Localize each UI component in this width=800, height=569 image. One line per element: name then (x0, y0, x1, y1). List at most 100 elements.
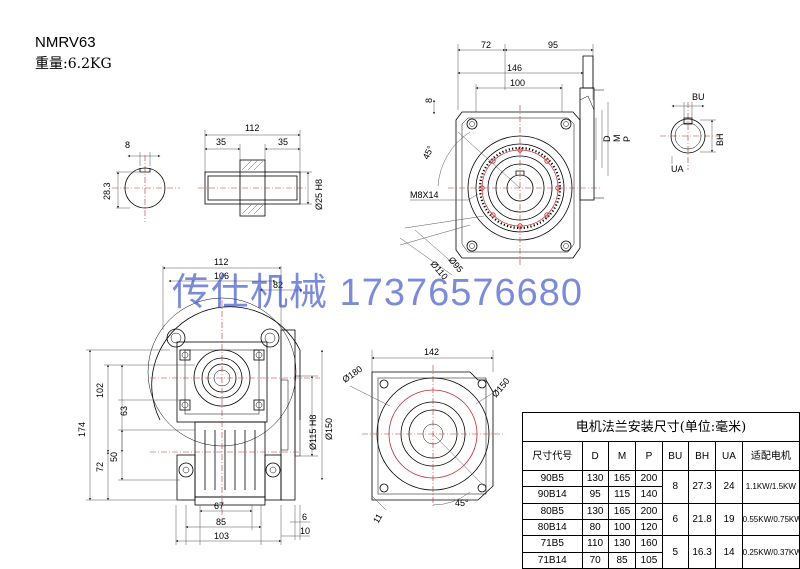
cell-code: 71B14 (522, 551, 583, 569)
front-dim-63: 63 (119, 406, 129, 416)
cell-m: 130 (607, 535, 637, 553)
table-caption: 电机法兰安装尺寸(单位:毫米) (522, 412, 800, 442)
cell-m: 165 (607, 469, 637, 488)
cell-code: 90B5 (522, 469, 583, 488)
key-BU: BU (692, 92, 705, 102)
header-motor: 适配电机 (741, 441, 800, 471)
cell-motor: 0.25KW/0.37KW (741, 535, 800, 569)
header-BU: BU (661, 441, 689, 471)
front-dim-67: 67 (214, 501, 224, 511)
shaft-key-width-dim: 8 (125, 140, 130, 150)
model-title: NMRV63 (35, 34, 96, 51)
header-M: M (607, 441, 637, 471)
front-dim-103: 103 (214, 531, 229, 541)
front-dim-102: 102 (95, 383, 105, 398)
cell-p: 140 (635, 486, 663, 504)
cell-bh: 21.8 (687, 502, 717, 537)
cell-code: 90B14 (522, 486, 583, 504)
side-dim-100: 100 (510, 78, 525, 88)
side-dim-72: 72 (481, 40, 491, 50)
table-row: 90B5 130 165 200 8 27.3 24 1.1KW/1.5KW (522, 469, 800, 504)
key-BH: BH (715, 133, 725, 146)
shaft-end-view: 8 28.3 (102, 140, 180, 222)
weight-label: 重量:6.2KG (35, 56, 112, 72)
shaft-right-seg-dim: 35 (278, 137, 288, 147)
flange-dim-11: 11 (371, 512, 384, 525)
cell-d: 110 (581, 535, 609, 553)
flange-dia-180: Ø180 (340, 364, 364, 385)
table-row: 80B5 130 165 200 6 21.8 19 0.55KW/0.75KW (522, 502, 800, 537)
table-row: 71B5 110 130 160 5 16.3 14 0.25KW/0.37KW (522, 535, 800, 569)
cell-ua: 14 (715, 535, 743, 569)
shaft-left-seg-dim: 35 (216, 137, 226, 147)
cell-p: 120 (635, 518, 663, 537)
cell-bu: 5 (661, 535, 689, 569)
side-D: D (602, 135, 612, 142)
table-row: 80B14 80 100 120 (522, 518, 800, 537)
flange-dia-150: Ø150 (490, 376, 512, 399)
cell-bu: 8 (661, 470, 689, 504)
motor-flange-spec-table: 电机法兰安装尺寸(单位:毫米) 尺寸代号 D M P BU BH UA 适配电机… (522, 412, 800, 569)
cell-d: 95 (581, 486, 609, 504)
front-dim-106: 106 (214, 271, 229, 281)
cell-ua: 19 (715, 502, 743, 537)
cell-code: 80B5 (522, 502, 583, 520)
watermark-text: 传仕机械 17376576680 (172, 272, 583, 314)
header-BH: BH (687, 441, 717, 471)
key-UA: UA (671, 164, 684, 174)
gearbox-side-view: 72 95 146 100 8 (399, 40, 632, 282)
cell-p: 160 (635, 535, 663, 553)
cell-d: 80 (581, 518, 609, 537)
shaft-length-dim: 112 (245, 123, 259, 133)
side-dim-146: 146 (507, 63, 522, 73)
header-P: P (635, 441, 663, 471)
cell-m: 100 (607, 518, 637, 537)
front-dim-82: 82 (273, 280, 283, 290)
motor-key-view: BU BH UA (660, 92, 725, 174)
header-code: 尺寸代号 (522, 441, 583, 471)
cell-bu: 6 (661, 502, 689, 537)
shaft-bore-dim: Ø25 H8 (314, 179, 324, 210)
flange-angle-45: 45° (455, 498, 469, 508)
front-dim-6: 6 (302, 512, 307, 522)
flange-dim-142: 142 (424, 347, 439, 357)
cell-p: 200 (635, 502, 663, 520)
side-angle-45: 45° (421, 144, 436, 161)
side-dim-95: 95 (548, 40, 558, 50)
header-D: D (581, 441, 609, 471)
cell-code: 80B14 (522, 518, 583, 537)
front-dim-50: 50 (109, 452, 119, 462)
header-UA: UA (715, 441, 743, 471)
cell-m: 115 (607, 486, 637, 504)
front-dia-150: Ø150 (324, 418, 334, 440)
shaft-key-height-dim: 28.3 (102, 182, 112, 200)
hollow-shaft-section: 112 35 35 Ø25 H8 (198, 123, 324, 217)
cell-p: 105 (635, 551, 663, 569)
front-dim-85: 85 (216, 517, 226, 527)
side-M: M (612, 135, 622, 143)
cell-m: 85 (607, 551, 637, 569)
flange-face-view: 142 Ø180 Ø150 45° 11 (340, 347, 511, 525)
cell-motor: 1.1KW/1.5KW (741, 470, 800, 504)
cell-bh: 16.3 (687, 535, 717, 569)
cell-d: 130 (581, 502, 609, 520)
side-thread-dim: M8X14 (410, 190, 439, 200)
cell-d: 130 (581, 469, 609, 488)
cell-motor: 0.55KW/0.75KW (741, 502, 800, 537)
gearbox-front-view: 112 106 82 (77, 257, 334, 545)
front-dim-10: 10 (300, 526, 310, 536)
side-P: P (622, 136, 632, 142)
cell-d: 70 (581, 551, 609, 569)
cell-code: 71B5 (522, 535, 583, 553)
cell-ua: 24 (715, 470, 743, 504)
cell-p: 200 (635, 469, 663, 488)
front-dim-112: 112 (214, 257, 228, 267)
front-dia-115: Ø115 H8 (308, 415, 318, 450)
table-row: 71B14 70 85 105 (522, 551, 800, 569)
side-dim-8: 8 (424, 98, 434, 103)
cell-m: 165 (607, 502, 637, 520)
front-dim-174: 174 (77, 422, 87, 437)
front-dim-72: 72 (95, 462, 105, 472)
cell-bh: 27.3 (687, 470, 717, 504)
